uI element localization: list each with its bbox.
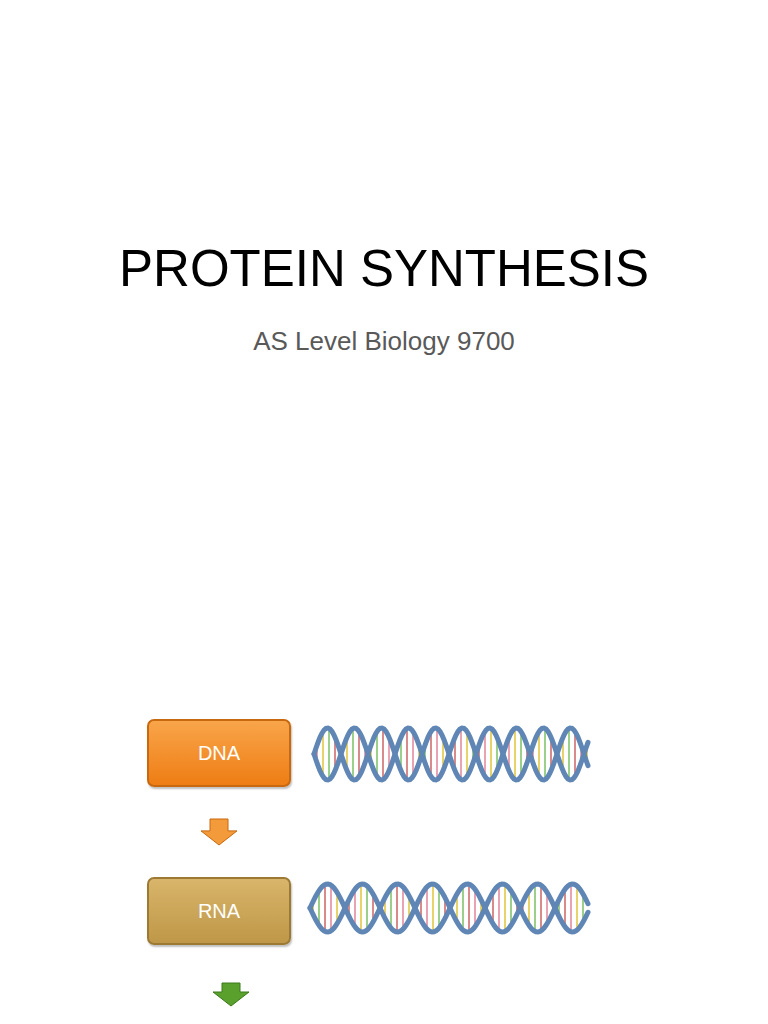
backbone-strand: [314, 728, 588, 780]
base-pair: [510, 893, 512, 924]
base-pair: [360, 886, 362, 930]
base-pair: [574, 733, 576, 774]
base-pair: [528, 893, 530, 924]
base-pair: [570, 886, 572, 930]
base-pair: [358, 733, 360, 774]
base-pair: [432, 886, 434, 930]
slide-title: PROTEIN SYNTHESIS: [0, 238, 768, 299]
base-pair: [468, 886, 470, 930]
base-pair: [396, 886, 398, 930]
slide-subtitle: AS Level Biology 9700: [0, 326, 768, 357]
base-pair: [534, 887, 536, 930]
base-pair: [406, 730, 408, 777]
base-pair: [564, 891, 566, 925]
base-pair: [352, 730, 354, 777]
base-pair: [376, 733, 378, 774]
backbone-strand: [314, 728, 588, 780]
rna-helix: [310, 884, 588, 932]
base-pair: [462, 888, 464, 928]
base-pair: [436, 730, 438, 777]
base-pair: [490, 730, 492, 777]
base-pair: [324, 887, 326, 930]
base-pair: [568, 730, 570, 777]
base-pair: [354, 891, 356, 925]
base-pair: [426, 889, 428, 927]
base-pair: [460, 730, 462, 777]
backbone-strand: [310, 884, 588, 932]
process-box: DNA: [147, 719, 291, 787]
block-arrow: [201, 819, 237, 845]
base-pair: [430, 733, 432, 774]
base-pair: [538, 733, 540, 774]
base-pair: [328, 730, 330, 777]
base-pair: [438, 890, 440, 926]
base-pair: [520, 733, 522, 774]
base-pair: [412, 733, 414, 774]
base-pair: [322, 733, 324, 774]
base-pair: [498, 887, 500, 929]
base-pair: [330, 887, 332, 929]
base-pair: [390, 890, 392, 926]
box-label: DNA: [198, 741, 240, 765]
dna-helix: [314, 728, 588, 780]
base-pair: [366, 888, 368, 928]
base-pair: [402, 889, 404, 927]
box-label: RNA: [198, 899, 240, 923]
base-pair: [484, 733, 486, 774]
base-pair: [318, 893, 320, 924]
base-pair: [544, 730, 546, 777]
base-pair: [474, 891, 476, 925]
base-pair: [576, 888, 578, 928]
base-pair: [466, 733, 468, 774]
backbone-strand: [310, 884, 588, 932]
base-pair: [540, 887, 542, 929]
process-box: RNA: [147, 877, 291, 945]
green-arrow: [213, 983, 249, 1006]
base-pair: [504, 887, 506, 930]
base-pair: [382, 730, 384, 777]
base-pair: [514, 730, 516, 777]
